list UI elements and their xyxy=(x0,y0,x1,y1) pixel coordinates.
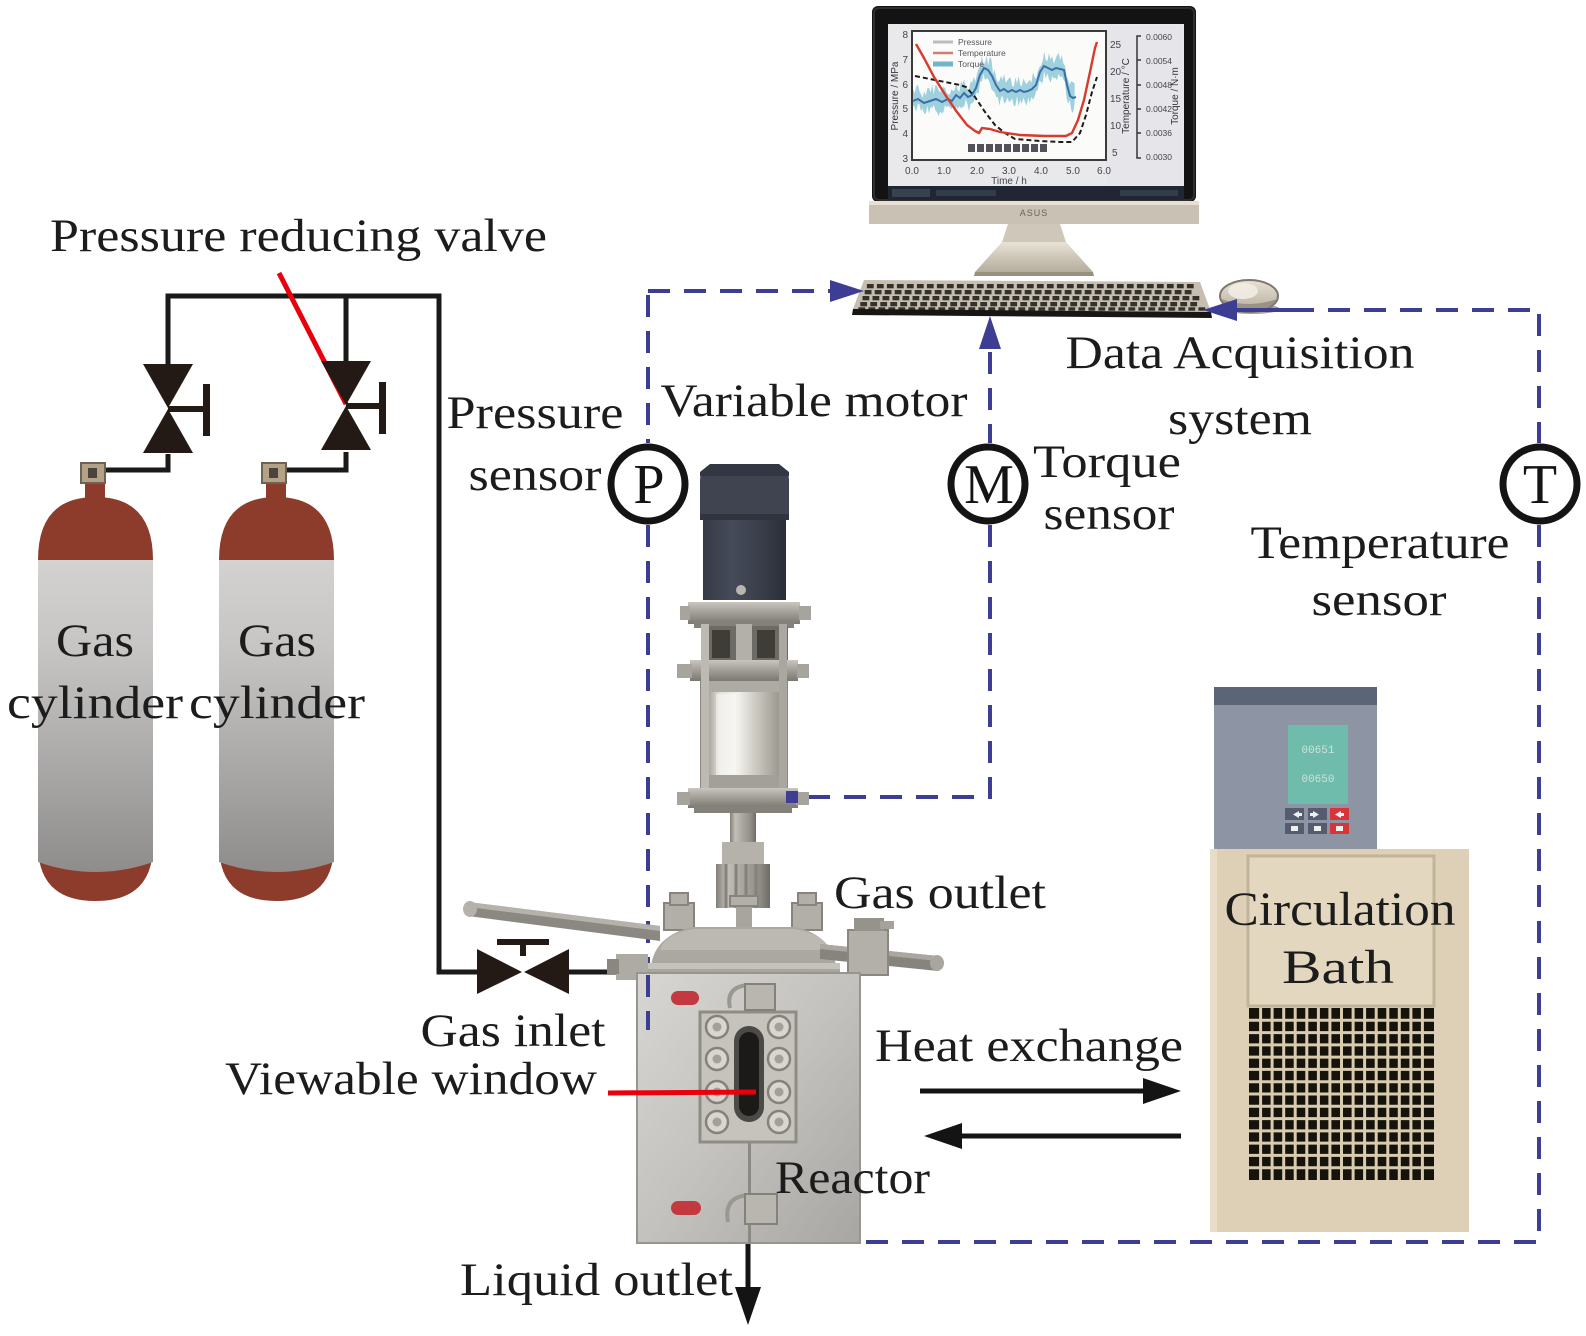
svg-text:4.0: 4.0 xyxy=(1034,166,1048,177)
svg-text:20: 20 xyxy=(1110,67,1122,78)
svg-text:Heat exchange: Heat exchange xyxy=(875,1020,1183,1072)
svg-text:sensor: sensor xyxy=(1044,488,1175,540)
svg-text:Circulation: Circulation xyxy=(1225,883,1456,936)
svg-text:system: system xyxy=(1168,393,1312,445)
svg-text:Reactor: Reactor xyxy=(775,1152,930,1204)
svg-text:Pressure: Pressure xyxy=(958,37,992,47)
svg-text:8: 8 xyxy=(902,30,908,41)
svg-text:0.0048: 0.0048 xyxy=(1146,80,1172,90)
svg-text:sensor: sensor xyxy=(1312,574,1447,626)
svg-text:3: 3 xyxy=(902,154,908,165)
svg-text:Liquid outlet: Liquid outlet xyxy=(460,1254,733,1306)
svg-text:cylinder: cylinder xyxy=(7,677,183,729)
svg-text:P: P xyxy=(633,454,664,516)
svg-text:6.0: 6.0 xyxy=(1097,166,1111,177)
svg-text:Variable motor: Variable motor xyxy=(661,375,968,427)
svg-text:Gas: Gas xyxy=(56,615,134,667)
svg-text:sensor: sensor xyxy=(469,449,602,501)
svg-text:Pressure reducing valve: Pressure reducing valve xyxy=(50,210,547,262)
svg-text:0.0: 0.0 xyxy=(905,166,919,177)
svg-text:10: 10 xyxy=(1110,121,1122,132)
svg-text:Gas: Gas xyxy=(238,615,316,667)
svg-text:Pressure: Pressure xyxy=(447,387,624,439)
svg-text:Data Acquisition: Data Acquisition xyxy=(1066,327,1415,379)
svg-text:Torque: Torque xyxy=(1033,436,1181,488)
svg-text:5: 5 xyxy=(902,104,908,115)
svg-text:Temperature: Temperature xyxy=(1251,517,1510,569)
svg-text:Torque / N·m: Torque / N·m xyxy=(1170,67,1181,125)
svg-text:25: 25 xyxy=(1110,40,1122,51)
svg-text:T: T xyxy=(1523,454,1557,516)
svg-text:Torque: Torque xyxy=(958,59,984,69)
svg-text:Gas inlet: Gas inlet xyxy=(421,1005,606,1057)
svg-text:Bath: Bath xyxy=(1282,941,1394,994)
svg-text:Temperature: Temperature xyxy=(958,48,1006,58)
svg-text:cylinder: cylinder xyxy=(189,677,365,729)
svg-text:15: 15 xyxy=(1110,94,1122,105)
svg-text:5.0: 5.0 xyxy=(1066,166,1080,177)
svg-text:6: 6 xyxy=(902,80,908,91)
svg-text:4: 4 xyxy=(902,129,908,140)
svg-text:Time / h: Time / h xyxy=(991,176,1027,187)
svg-text:Gas outlet: Gas outlet xyxy=(834,867,1046,919)
svg-text:0.0060: 0.0060 xyxy=(1146,32,1172,42)
svg-text:0.0054: 0.0054 xyxy=(1146,56,1172,66)
svg-text:ASUS: ASUS xyxy=(1020,208,1049,218)
svg-text:Viewable window: Viewable window xyxy=(225,1053,597,1105)
svg-text:0.0030: 0.0030 xyxy=(1146,152,1172,162)
svg-text:00650: 00650 xyxy=(1301,774,1334,786)
svg-text:0.0042: 0.0042 xyxy=(1146,104,1172,114)
svg-text:5: 5 xyxy=(1112,148,1118,159)
svg-text:2.0: 2.0 xyxy=(970,166,984,177)
svg-text:3.0: 3.0 xyxy=(1002,166,1016,177)
svg-text:7: 7 xyxy=(902,55,908,66)
svg-text:Pressure / MPa: Pressure / MPa xyxy=(890,61,901,130)
svg-text:M: M xyxy=(964,454,1014,516)
svg-text:0.0036: 0.0036 xyxy=(1146,128,1172,138)
svg-text:00651: 00651 xyxy=(1301,745,1334,757)
svg-text:1.0: 1.0 xyxy=(937,166,951,177)
svg-text:Temperature / °C: Temperature / °C xyxy=(1121,58,1132,134)
